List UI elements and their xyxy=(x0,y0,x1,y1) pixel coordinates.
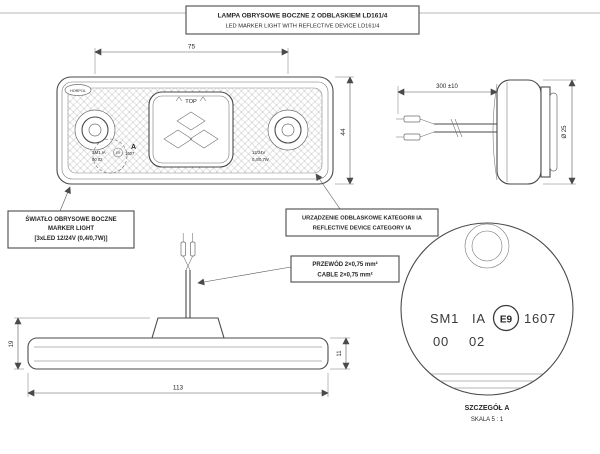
leader-line xyxy=(197,266,292,286)
leader-line xyxy=(59,186,71,212)
marking-line2: 00 02 xyxy=(92,157,103,162)
brand-text: HORPOL xyxy=(70,89,86,93)
title-block: LAMPA OBRYSOWE BOCZNE Z ODBLASKIEM LD161… xyxy=(0,5,600,35)
cable xyxy=(396,115,497,141)
e-mark-circle xyxy=(492,304,520,332)
left-screw xyxy=(74,109,116,151)
callout-box xyxy=(285,208,439,237)
wire-cross xyxy=(182,255,193,271)
dimension-hole-spacing: 75 xyxy=(94,44,289,74)
callout-marker-light: ŚWIATŁO OBRYSOWE BOCZNE MARKER LIGHT [3x… xyxy=(7,186,135,249)
detail-a-view: SM1 IA E9 1607 00 02 SZCZEGÓŁ A SKALA 5 … xyxy=(400,222,574,423)
reflective-line2: REFLECTIVE DEVICE CATEGORY IA xyxy=(313,226,412,232)
marker-light-line1: ŚWIATŁO OBRYSOWE BOCZNE xyxy=(25,216,116,223)
approval-markings: SM1 IA E9 1607 00 02 12/24V 0,4/0,7W xyxy=(92,147,269,162)
profile-seams xyxy=(34,346,322,362)
callout-box xyxy=(7,210,135,249)
detail-edge-lines xyxy=(431,373,543,389)
mounting-gasket xyxy=(540,86,551,178)
mounting-bracket xyxy=(151,317,225,339)
title-box xyxy=(185,5,420,35)
wire-ferrule-left xyxy=(180,241,186,257)
side-view: 300 ±10 Ø 25 xyxy=(396,79,576,185)
side-body xyxy=(496,79,542,185)
cable-break-mark xyxy=(450,118,463,138)
detail-a-reference: A xyxy=(92,138,136,174)
front-view: TOP HORPOL SM1 IA E9 1607 00 02 12/24V 0… xyxy=(56,44,354,185)
e-mark-circle xyxy=(113,147,123,158)
dimension-cable-length: 300 ±10 xyxy=(397,84,498,114)
detail-ia: IA xyxy=(472,311,486,326)
detail-00: 00 xyxy=(433,334,449,349)
wire-ferrule-top xyxy=(403,115,421,123)
detail-02: 02 xyxy=(469,334,485,349)
lamp-inner-outline xyxy=(61,81,329,180)
e-mark: E9 xyxy=(116,151,120,155)
detail-a-letter: A xyxy=(131,144,136,151)
dimension-body-height: 11 xyxy=(330,337,350,370)
detail-markings: SM1 IA E9 1607 00 02 xyxy=(430,304,556,349)
detail-boundary-circle xyxy=(400,222,574,396)
title-line1: LAMPA OBRYSOWE BOCZNE Z ODBLASKIEM LD161… xyxy=(218,13,388,20)
marker-light-line3: [3xLED 12/24V (0,4/0,7W)] xyxy=(34,236,107,242)
profile-body xyxy=(27,337,329,370)
wire-ferrule-bottom xyxy=(403,133,421,141)
cable-line2: CABLE 2×0,75 mm² xyxy=(317,272,372,279)
cable-vertical xyxy=(180,233,196,318)
wire-ferrule-right xyxy=(190,241,196,257)
dim-75-label: 75 xyxy=(188,44,196,51)
callout-reflective: URZĄDZENIE ODBLASKOWE KATEGORII IA REFLE… xyxy=(285,173,439,237)
dimension-side-right: Ø 25 xyxy=(543,79,576,185)
dim-300-label: 300 ±10 xyxy=(436,84,458,90)
detail-e-mark: E9 xyxy=(500,315,513,326)
top-label: TOP xyxy=(185,99,197,105)
detail-caption1: SZCZEGÓŁ A xyxy=(465,403,510,412)
rear-pad xyxy=(549,92,558,172)
detail-caption2: SKALA 5 : 1 xyxy=(471,417,504,423)
led-optics xyxy=(163,111,219,149)
detail-a-circle xyxy=(92,138,128,174)
brand-logo: HORPOL xyxy=(64,84,92,96)
cable-line1: PRZEWÓD 2×0,75 mm² xyxy=(312,260,377,268)
callout-cable: PRZEWÓD 2×0,75 mm² CABLE 2×0,75 mm² xyxy=(197,255,400,286)
dimension-total-height: 19 xyxy=(9,317,150,370)
right-screw xyxy=(267,109,309,151)
dim-113-label: 113 xyxy=(173,385,184,392)
title-line2: LED MARKER LIGHT WITH REFLECTIVE DEVICE … xyxy=(226,24,380,30)
dim-44-label: 44 xyxy=(340,128,347,136)
reflective-line1: URZĄDZENIE ODBLASKOWE KATEGORII IA xyxy=(302,216,422,222)
bottom-view: 19 11 113 xyxy=(9,233,350,397)
lens: TOP xyxy=(148,91,234,168)
screw-recess-outer xyxy=(464,223,510,269)
callout-box xyxy=(290,255,400,283)
dim-19-label: 19 xyxy=(9,340,15,347)
top-arrow-icon xyxy=(175,96,207,102)
dim-11-label: 11 xyxy=(337,350,343,357)
detail-number: 1607 xyxy=(524,311,556,326)
marking-right1: 12/24V xyxy=(252,150,265,155)
dim-d25-label: Ø 25 xyxy=(562,125,568,139)
dimension-length: 113 xyxy=(27,373,329,397)
marker-light-line2: MARKER LIGHT xyxy=(48,226,94,232)
marking-line1: SM1 IA xyxy=(92,150,106,155)
leader-line xyxy=(315,173,341,210)
marking-num: 1607 xyxy=(125,151,135,156)
dimension-front-height: 44 xyxy=(335,76,354,185)
marking-right2: 0,4/0,7W xyxy=(252,157,269,162)
screw-recess-inner xyxy=(471,230,503,262)
detail-sm1: SM1 xyxy=(430,311,459,326)
